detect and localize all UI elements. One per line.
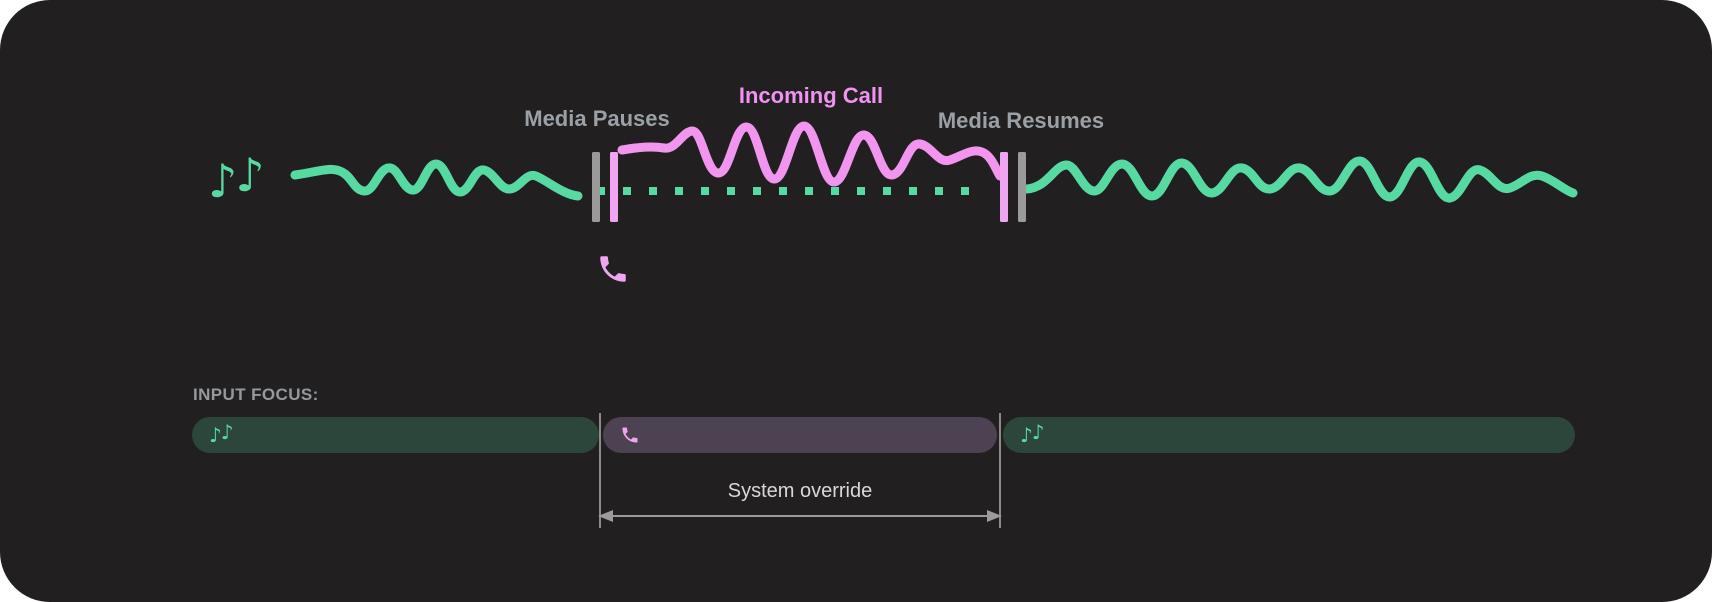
resume-bar-pink-right [1000, 152, 1008, 222]
timeline-waveform-svg [290, 121, 1578, 222]
input-focus-segment-media-before: ♪ ♪ [192, 417, 599, 453]
resume-bar-gray-right [1018, 152, 1026, 222]
pause-bar-pink-left [610, 152, 618, 222]
phone-icon [600, 256, 626, 282]
input-focus-segment-incoming-call [603, 417, 997, 453]
media-pauses-label: Media Pauses [524, 106, 670, 131]
music-notes-icon: ♪ ♪ [1020, 420, 1045, 447]
phone-icon [622, 427, 638, 443]
input-focus-segment-media-after: ♪ ♪ [1003, 417, 1575, 453]
music-note-glyph: ♪ [235, 148, 265, 202]
media-wave-after-path [1022, 156, 1578, 203]
system-override-arrow [598, 510, 1002, 522]
music-note-glyph: ♪ [220, 420, 234, 444]
music-note-glyph: ♪ [208, 154, 238, 208]
override-guide-line-right [999, 413, 1001, 528]
call-wave-path [617, 121, 1005, 187]
music-note-glyph: ♪ [1031, 420, 1045, 444]
pause-bar-gray-left [592, 152, 600, 222]
music-notes-icon: ♪ ♪ [209, 420, 234, 447]
media-wave-before-path [290, 159, 583, 201]
music-note-glyph: ♪ [209, 423, 222, 447]
incoming-call-label: Incoming Call [738, 83, 884, 108]
music-notes-icon: ♪ ♪ [208, 152, 265, 208]
media-resumes-label: Media Resumes [937, 108, 1105, 133]
music-note-glyph: ♪ [1020, 423, 1033, 447]
override-guide-line-left [599, 413, 601, 528]
input-focus-heading: INPUT FOCUS: [193, 385, 319, 404]
system-override-label: System override [727, 480, 873, 502]
